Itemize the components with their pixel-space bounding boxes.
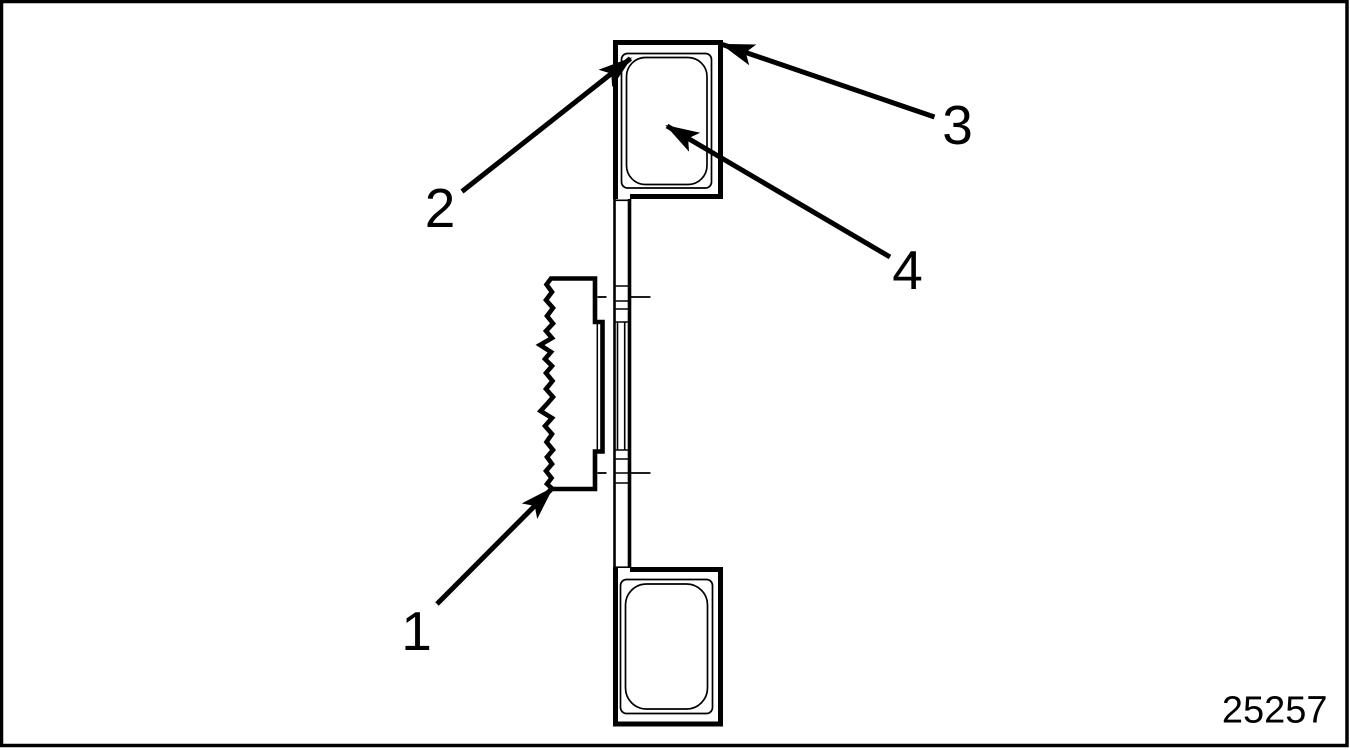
callout-3: 3 <box>720 42 973 156</box>
serrated-part <box>535 276 605 492</box>
callout-4-arrow <box>665 123 892 260</box>
center-web <box>597 199 651 569</box>
lower-cross-section-box <box>613 567 723 727</box>
upper-cross-section-box <box>613 40 723 199</box>
figure-number: 25257 <box>1222 690 1328 732</box>
lower-box-seal-ring <box>624 583 709 710</box>
upper-box-seal-ring <box>625 56 708 186</box>
callout-3-arrow <box>720 42 936 120</box>
callout-2-arrow <box>460 56 633 194</box>
upper-box-inner-wall <box>620 52 713 189</box>
callout-1-arrow <box>435 486 554 606</box>
upper-box-outline <box>613 40 723 199</box>
lower-box-inner-wall <box>619 578 714 715</box>
callout-4: 4 <box>665 123 923 301</box>
callout-4-label: 4 <box>892 239 923 301</box>
lower-box-outline <box>613 567 723 727</box>
callout-1: 1 <box>401 486 554 662</box>
callout-3-label: 3 <box>942 94 973 156</box>
callout-1-label: 1 <box>401 600 432 662</box>
callout-2: 2 <box>425 56 633 239</box>
serrated-part-outline <box>535 276 605 492</box>
callout-2-label: 2 <box>425 177 456 239</box>
